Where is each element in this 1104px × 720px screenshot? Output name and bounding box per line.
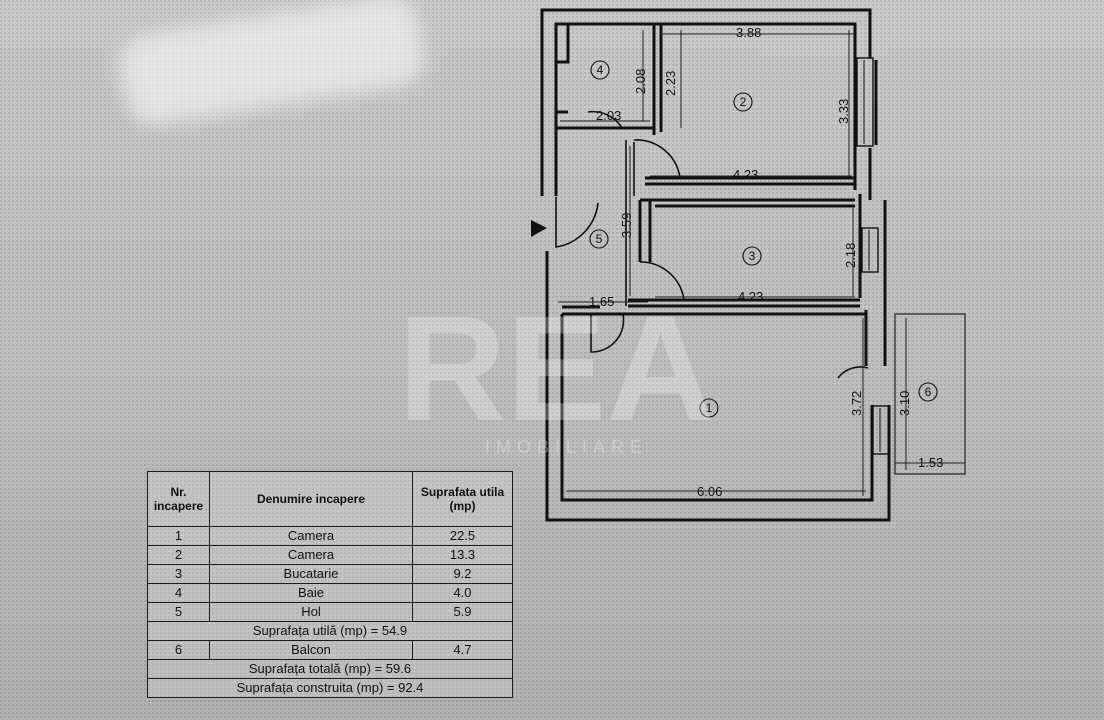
room-area-table: Nr. incapere Denumire incapere Suprafata… [147,471,513,698]
balcony-outline [894,313,966,475]
dim-label-hall-bottom: 1.65 [589,294,614,309]
door-room-2 [633,139,681,179]
table-row: 1 Camera 22.5 [147,526,513,546]
wall-room-3-bottom [628,298,860,308]
cell-room-area: 13.3 [412,545,513,565]
cell-room-area: 4.0 [412,583,513,603]
table-row: 3 Bucatarie 9.2 [147,564,513,584]
wall-room-1-top [562,305,866,316]
window-room-2 [856,57,874,147]
dim-label-room2-right: 3.33 [836,99,851,124]
inner-outer-wall [554,22,874,502]
dim-label-room1-bottom: 6.06 [697,484,722,499]
cell-room-area: 5.9 [412,602,513,622]
header-room-area: Suprafata utila (mp) [412,471,513,527]
header-room-name: Denumire incapere [209,471,413,527]
door-room-1 [590,313,625,353]
cell-room-number: 1 [147,526,210,546]
room-marker-1 [699,398,719,418]
cell-room-name: Baie [209,583,413,603]
cell-room-area: 9.2 [412,564,513,584]
room-marker-6 [918,382,938,402]
cell-room-name: Hol [209,602,413,622]
cell-room-name: Camera [209,545,413,565]
table-summary-row: Suprafața construita (mp) = 92.4 [147,678,513,698]
cell-room-area: 22.5 [412,526,513,546]
door-balcony [837,366,869,379]
room-number-1: 1 [706,401,713,415]
room-marker-3 [742,246,762,266]
room-marker-2 [733,92,753,112]
room-number-3: 3 [749,249,756,263]
outer-wall [540,8,891,522]
window-room-3 [861,227,879,273]
table-summary-row: Suprafața utilă (mp) = 54.9 [147,621,513,641]
table-summary-row: Suprafața totală (mp) = 59.6 [147,659,513,679]
dim-label-room4-width: 2.03 [596,108,621,123]
room-number-2: 2 [740,95,747,109]
table-row: 2 Camera 13.3 [147,545,513,565]
cell-room-number: 2 [147,545,210,565]
dim-label-room2-top: 3.88 [736,25,761,40]
room-marker-5 [589,229,609,249]
built-area: Suprafața construita (mp) = 92.4 [147,678,513,698]
room-number-4: 4 [597,63,604,77]
watermark-subtitle: IMOBILIARE [485,437,648,457]
room-number-5: 5 [596,232,603,246]
entrance-arrow-icon [531,220,547,237]
cell-room-area: 4.7 [412,640,513,660]
watermark-logo: REA [398,284,715,452]
dim-label-balcony-height: 3.10 [897,391,912,416]
dim-label-room3-right: 2.18 [843,243,858,268]
table-row: 5 Hol 5.9 [147,602,513,622]
cell-room-name: Balcon [209,640,413,660]
table-row: 6 Balcon 4.7 [147,640,513,660]
window-room-1 [872,405,890,455]
wall-room-4 [556,24,663,135]
cell-room-name: Bucatarie [209,564,413,584]
table-header-row: Nr. incapere Denumire incapere Suprafata… [147,471,513,527]
dim-label-room1-right: 3.72 [849,391,864,416]
cell-room-number: 4 [147,583,210,603]
header-room-number: Nr. incapere [147,471,210,527]
cell-room-number: 6 [147,640,210,660]
dim-label-balcony-width: 1.53 [918,455,943,470]
entrance-door [555,197,599,248]
cell-room-number: 5 [147,602,210,622]
dim-label-room3-bottom: 4.23 [738,289,763,304]
room-number-6: 6 [925,385,932,399]
dim-label-room2-bottom: 4.23 [733,167,758,182]
useful-area-total: Suprafața utilă (mp) = 54.9 [147,621,513,641]
cell-room-number: 3 [147,564,210,584]
dim-label-room2-left: 2.23 [663,71,678,96]
door-room-3 [639,261,685,301]
total-area: Suprafața totală (mp) = 59.6 [147,659,513,679]
cell-room-name: Camera [209,526,413,546]
door-room-4 [587,110,623,129]
room-marker-4 [590,60,610,80]
table-row: 4 Baie 4.0 [147,583,513,603]
dim-label-hall-height: 3.59 [619,213,634,238]
dim-label-room4-height: 2.08 [633,69,648,94]
wall-hall-partition [625,140,635,306]
wall-room-3 [638,198,855,262]
